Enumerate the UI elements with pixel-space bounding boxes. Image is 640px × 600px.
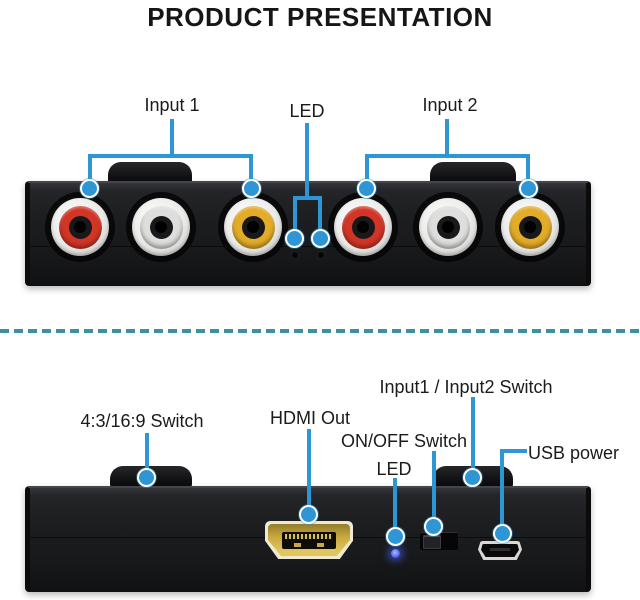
- callout-line-input2: [445, 119, 449, 154]
- callout-line-led-back: [393, 478, 397, 532]
- front-led-hole-2: [318, 252, 324, 258]
- back-label-hdmi-out: HDMI Out: [269, 408, 350, 428]
- rca-jack-input2-yellow: [495, 192, 565, 262]
- rca-jack-input1-white: [126, 192, 196, 262]
- front-label-input1: Input 1: [144, 95, 200, 115]
- callout-bracket-input1: [88, 154, 253, 185]
- hdmi-port-face: [268, 524, 350, 556]
- dashed-divider: [0, 329, 640, 333]
- pointer-dot-input-switch: [463, 468, 482, 487]
- pointer-dot-ratio-switch: [137, 468, 156, 487]
- pointer-dot-input2-right: [519, 179, 538, 198]
- hdmi-port-tab-left: [294, 543, 301, 547]
- callout-line-usb-horizontal: [502, 449, 527, 453]
- hdmi-port-pins: [285, 534, 333, 539]
- usb-power-port-slot: [490, 548, 510, 551]
- pointer-dot-hdmi: [299, 505, 318, 524]
- pointer-dot-input2-left: [357, 179, 376, 198]
- pointer-dot-led-right: [311, 229, 330, 248]
- front-led-hole-1: [292, 252, 298, 258]
- pointer-dot-input1-left: [80, 179, 99, 198]
- back-label-onoff-switch: ON/OFF Switch: [340, 431, 467, 451]
- callout-line-ratio-switch: [145, 433, 149, 473]
- front-label-input2: Input 2: [422, 95, 478, 115]
- rca-jack-input2-white: [413, 192, 483, 262]
- pointer-dot-onoff: [424, 517, 443, 536]
- onoff-switch-knob: [423, 535, 441, 549]
- hdmi-port-tab-right: [317, 543, 324, 547]
- pointer-dot-led-back: [386, 527, 405, 546]
- back-label-led: LED: [376, 459, 412, 479]
- callout-bracket-led-front: [293, 196, 322, 236]
- back-label-usb-power: USB power: [528, 443, 620, 463]
- rca-jack-input1-yellow: [218, 192, 288, 262]
- page-title: PRODUCT PRESENTATION: [147, 2, 493, 32]
- hdmi-port-slot: [282, 532, 336, 549]
- power-led-indicator: [391, 549, 400, 558]
- callout-line-input1: [170, 119, 174, 154]
- callout-line-input-switch: [471, 397, 475, 473]
- callout-line-hdmi: [307, 429, 311, 510]
- back-label-ratio-switch: 4:3/16:9 Switch: [80, 411, 204, 431]
- onoff-slide-switch: [420, 532, 458, 550]
- pointer-dot-input1-right: [242, 179, 261, 198]
- rca-jack-input1-red: [45, 192, 115, 262]
- callout-line-onoff: [432, 451, 436, 522]
- front-panel-seam: [30, 246, 586, 247]
- usb-power-port: [478, 541, 522, 560]
- pointer-dot-led-left: [285, 229, 304, 248]
- back-label-input-switch: Input1 / Input2 Switch: [379, 377, 553, 397]
- callout-line-usb-vertical: [500, 449, 504, 529]
- callout-line-led-front: [305, 123, 309, 196]
- pointer-dot-usb: [493, 524, 512, 543]
- usb-power-port-inner: [481, 544, 519, 557]
- callout-bracket-input2: [365, 154, 530, 185]
- rca-jack-input2-red: [328, 192, 398, 262]
- hdmi-port: [265, 521, 353, 559]
- front-label-led: LED: [289, 101, 325, 121]
